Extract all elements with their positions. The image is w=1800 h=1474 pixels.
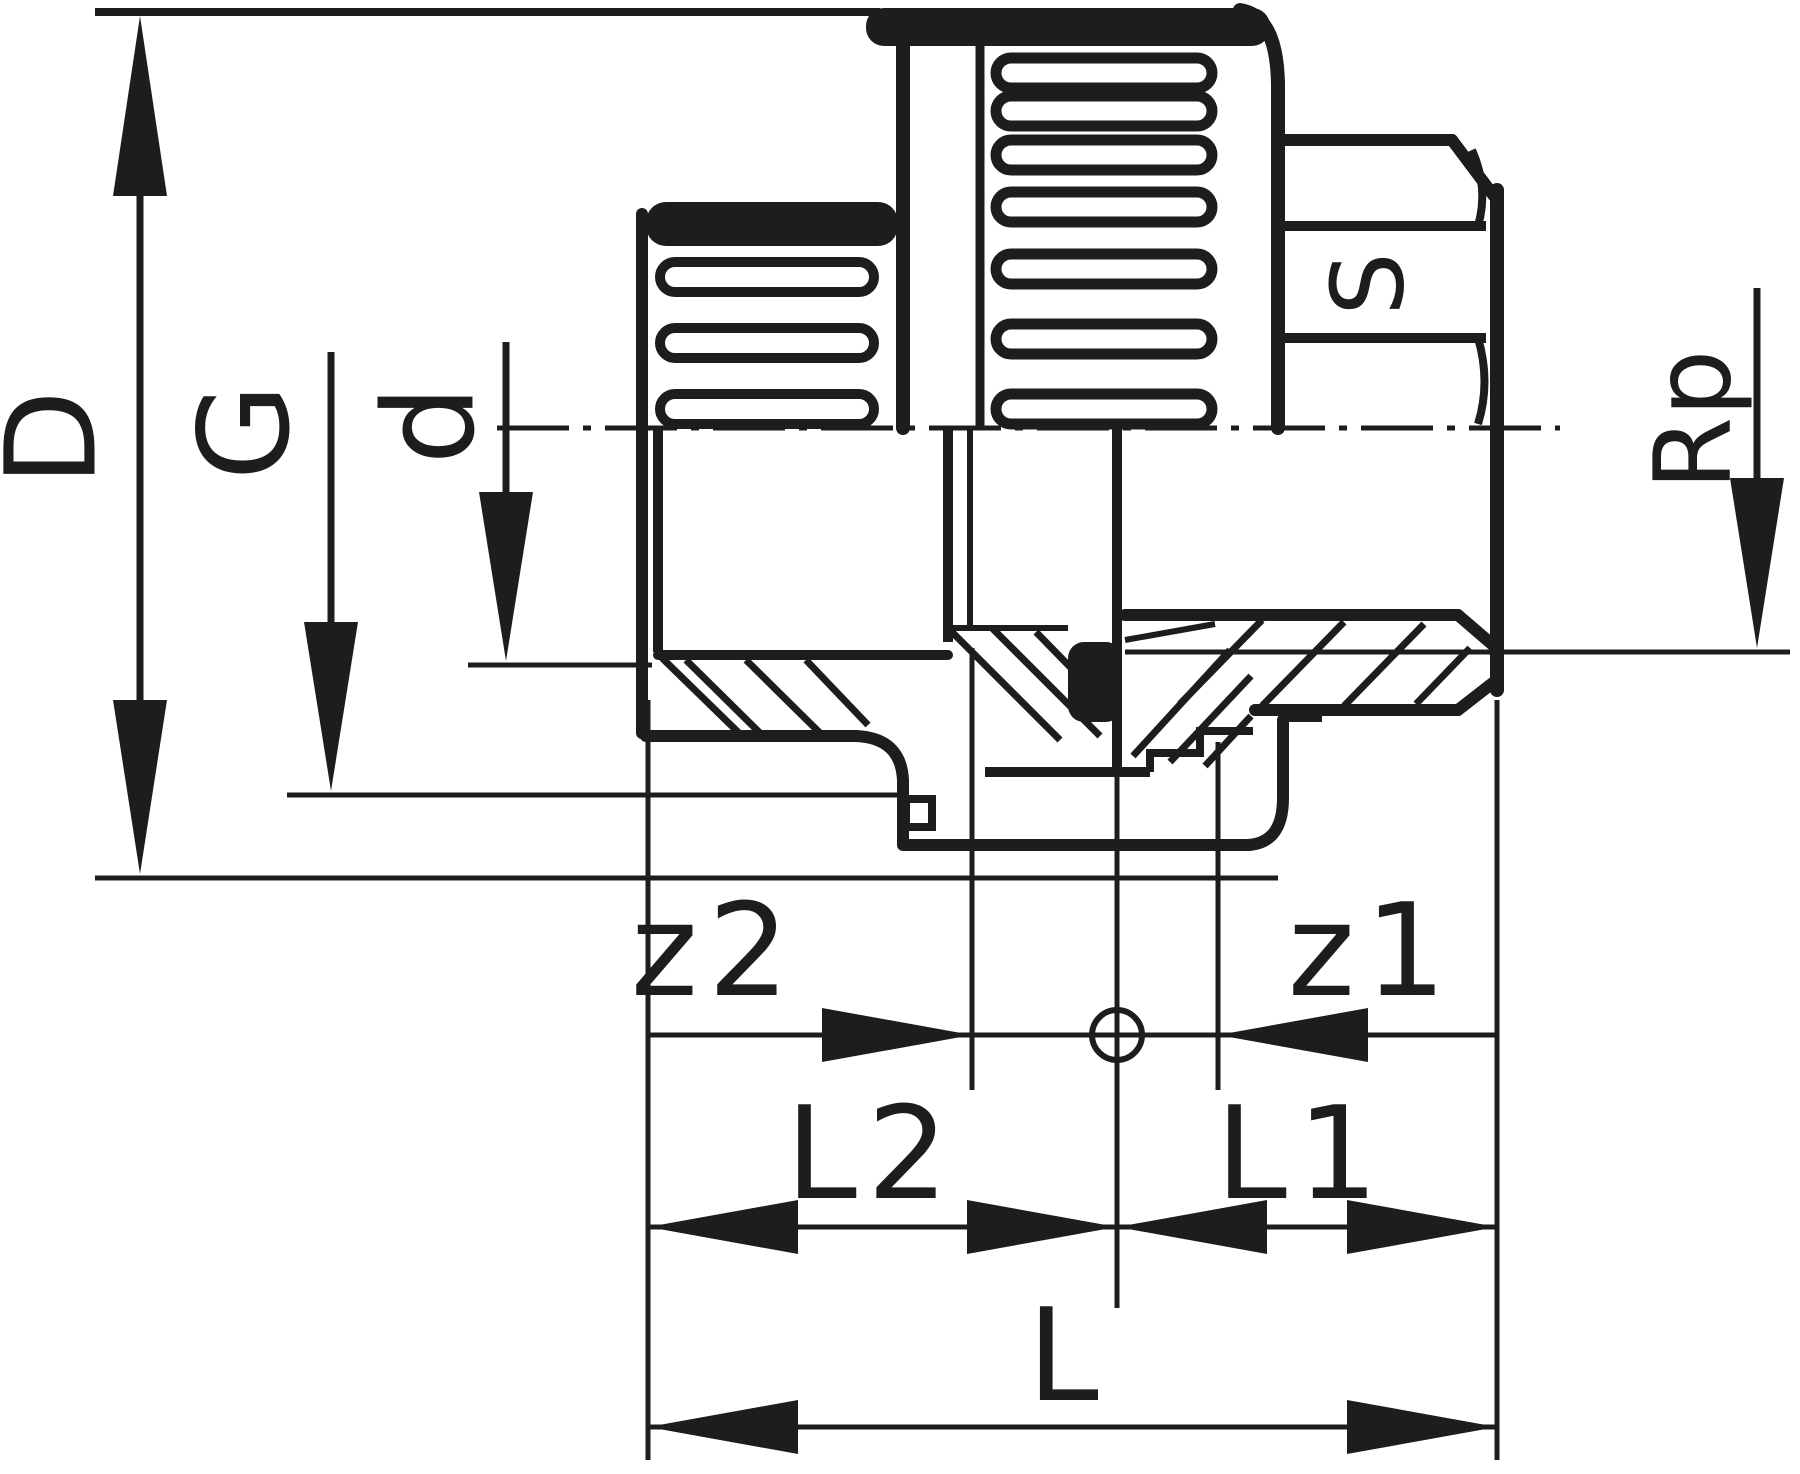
dimension-z2-label: z2 (631, 877, 800, 1026)
nut-knurl-slot (990, 134, 1218, 176)
nut-bottom-right-corner (1242, 714, 1289, 851)
nut-knurl-slot (990, 186, 1218, 228)
dimension-d-label: d (358, 385, 503, 464)
collar-rib-slot (655, 389, 879, 429)
nut-top-right-corner (1233, 3, 1285, 95)
nut-bottom-left-corner (850, 730, 909, 849)
collar-rib-slot (655, 323, 879, 363)
hex-section-top-chamfer (1452, 609, 1500, 652)
dimension-L1-label: L1 (1216, 1080, 1389, 1229)
nut-knurl-slot (990, 90, 1218, 132)
hex-section-bottom-chamfer (1452, 676, 1500, 716)
nut-knurl-slot (990, 52, 1218, 94)
seal-groove-notch (902, 795, 936, 831)
dimension-Rp-label: Rp (1632, 350, 1755, 491)
collar-rib-slot (655, 257, 879, 297)
dimension-L2-L1-row: L2 L1 (648, 1080, 1497, 1254)
hex-size-label: S (1310, 252, 1427, 315)
dimension-Rp: Rp (1125, 288, 1790, 655)
nut-knurl-slot (990, 318, 1218, 360)
dimension-z1-arrow-left-icon (1218, 1008, 1368, 1062)
dimension-L-arrow-right-icon (1347, 1400, 1497, 1454)
dimension-G-arrow-down-icon (304, 622, 358, 791)
dimension-L-label: L (1027, 1282, 1108, 1431)
dimension-D-arrow-down-icon (113, 700, 167, 874)
dimension-L2-arrow-left-icon (648, 1200, 798, 1254)
dimension-D: D (0, 8, 1278, 881)
nut-knurl-slot (990, 248, 1218, 290)
hex-corner-arc (1468, 148, 1487, 228)
dimension-Rp-arrow-down-icon (1730, 478, 1784, 648)
dimension-d: d (358, 342, 652, 668)
dimension-D-label: D (0, 390, 125, 486)
insert-step-outline (1146, 727, 1253, 772)
dimension-z2-arrow-right-icon (822, 1008, 972, 1062)
dimension-d-arrow-down-icon (479, 492, 533, 661)
socket-collar (636, 202, 898, 739)
dimension-G: G (173, 352, 908, 798)
center-mark-icon (1089, 1007, 1145, 1063)
dimension-L1-arrow-right-icon (1347, 1200, 1497, 1254)
section-lower-half (640, 428, 1500, 851)
nut-knurl-slot (990, 388, 1218, 430)
dimension-L-arrow-left-icon (648, 1400, 798, 1454)
bottom-dimensions: z2 z1 L2 L1 L (631, 648, 1500, 1460)
dimension-L1-arrow-left-icon (1117, 1200, 1267, 1254)
hex-adapter: S (1278, 134, 1504, 697)
union-nut (866, 3, 1285, 435)
collar-top-band (646, 202, 898, 246)
dimension-L2-label: L2 (786, 1080, 959, 1229)
dimension-D-arrow-up-icon (113, 16, 167, 196)
inner-seat-slope (1124, 621, 1216, 643)
dimension-z1-label: z1 (1288, 877, 1457, 1026)
dimension-L-row: L (648, 1282, 1497, 1454)
nut-top-band (866, 8, 1270, 46)
section-hatching (659, 617, 1473, 769)
dimension-z-row: z2 z1 (631, 877, 1497, 1063)
hex-corner-arc (1474, 336, 1489, 426)
dimension-G-label: G (173, 384, 318, 481)
dimension-L2-arrow-right-icon (967, 1200, 1117, 1254)
hex-top-chamfer (1446, 134, 1500, 202)
